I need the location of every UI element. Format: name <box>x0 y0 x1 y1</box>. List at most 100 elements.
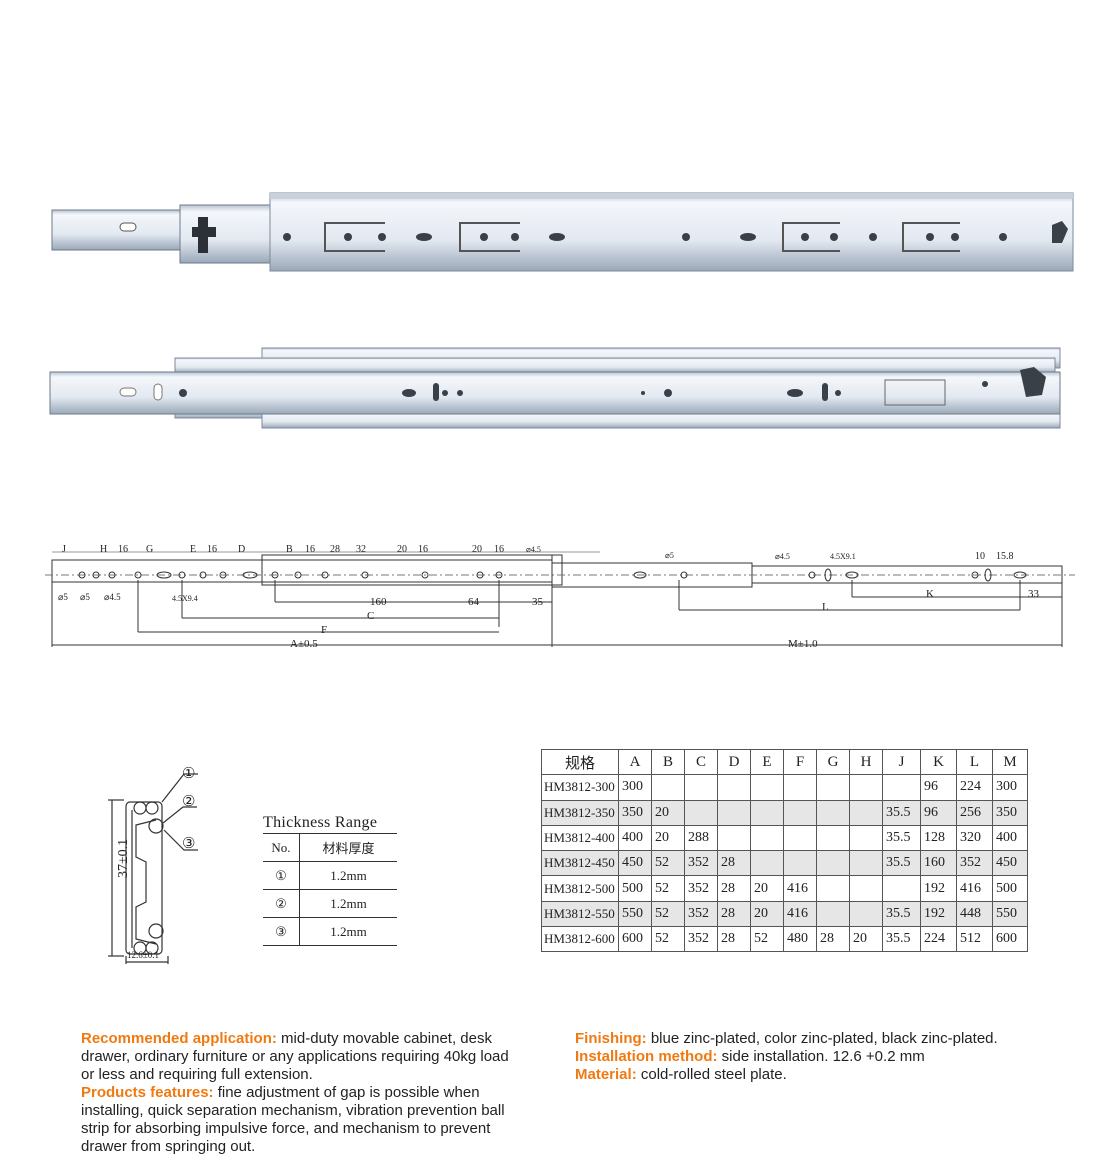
value-cell: 96 <box>920 799 957 826</box>
value-cell: 28 <box>717 875 751 902</box>
value-cell: 416 <box>783 900 817 928</box>
dim-k: K <box>926 588 934 600</box>
value-cell <box>651 774 685 801</box>
model-cell: HM3812-500 <box>541 875 619 902</box>
model-cell: HM3812-450 <box>541 850 619 877</box>
dim-label: B <box>286 544 293 555</box>
callout-2: ② <box>182 794 195 810</box>
value-cell: 600 <box>992 926 1028 953</box>
col-thickness: 材料厚度 <box>299 834 397 862</box>
value-cell: 300 <box>992 774 1028 801</box>
value-cell <box>816 774 850 801</box>
value-cell: 450 <box>992 850 1028 877</box>
value-cell: 224 <box>956 774 993 801</box>
value-cell <box>717 774 751 801</box>
value-cell: 28 <box>717 900 751 928</box>
value-cell: 28 <box>816 926 850 953</box>
column-header: G <box>816 748 850 776</box>
value-cell <box>816 824 850 852</box>
slide-photo-top <box>51 192 1074 272</box>
dim-l: L <box>822 601 829 613</box>
value-cell: 400 <box>618 824 652 852</box>
slide-photo-bottom <box>49 347 1061 429</box>
dim-a: A±0.5 <box>290 638 318 650</box>
column-header: B <box>651 748 685 776</box>
value-cell: 352 <box>684 900 718 928</box>
finishing-label: Finishing: <box>575 1030 647 1047</box>
value-cell: 28 <box>717 850 751 877</box>
column-header: J <box>882 748 921 776</box>
value-cell: 192 <box>920 875 957 902</box>
value-cell <box>783 850 817 877</box>
row-no: ② <box>263 889 300 918</box>
column-header: 规格 <box>541 748 619 776</box>
value-cell: 96 <box>920 774 957 801</box>
description-left: Recommended application: mid-duty movabl… <box>81 1030 521 1156</box>
value-cell: 20 <box>849 926 883 953</box>
dim-label: H <box>100 544 107 555</box>
dim-label: 16 <box>418 544 428 555</box>
value-cell <box>816 850 850 877</box>
hole-label: 4.5X9.1 <box>830 552 856 561</box>
dim-label: D <box>238 544 245 555</box>
application-text: mid-duty movable cabinet, desk drawer, o… <box>81 1030 509 1083</box>
value-cell: 450 <box>618 850 652 877</box>
dim-label: 20 <box>472 544 482 555</box>
value-cell: 350 <box>618 799 652 826</box>
value-cell <box>882 875 921 902</box>
value-cell <box>849 900 883 928</box>
value-cell <box>717 824 751 852</box>
description-right: Finishing: blue zinc-plated, color zinc-… <box>575 1030 1035 1084</box>
value-cell: 20 <box>651 824 685 852</box>
value-cell: 416 <box>783 875 817 902</box>
value-cell <box>816 799 850 826</box>
value-cell: 35.5 <box>882 926 921 953</box>
column-header: A <box>618 748 652 776</box>
value-cell <box>849 850 883 877</box>
hole-label: ⌀5 <box>58 592 68 602</box>
value-cell: 480 <box>783 926 817 953</box>
dim-label: 16 <box>305 544 315 555</box>
value-cell <box>882 774 921 801</box>
value-cell: 52 <box>651 875 685 902</box>
model-cell: HM3812-400 <box>541 824 619 852</box>
value-cell <box>684 774 718 801</box>
value-cell <box>849 824 883 852</box>
value-cell: 550 <box>992 900 1028 928</box>
value-cell: 500 <box>618 875 652 902</box>
finishing-text: blue zinc-plated, color zinc-plated, bla… <box>646 1030 998 1047</box>
value-cell: 400 <box>992 824 1028 852</box>
dim-label: ⌀4.5 <box>526 545 541 554</box>
dim-label: 28 <box>330 544 340 555</box>
column-header: K <box>920 748 957 776</box>
dim-label: 16 <box>494 544 504 555</box>
features-text: fine adjustment of gap is possible when … <box>81 1084 505 1155</box>
hole-label: 4.5X9.4 <box>172 594 198 603</box>
row-value: 1.2mm <box>299 861 397 890</box>
dim-label: 16 <box>207 544 217 555</box>
dim-64: 64 <box>468 596 480 608</box>
value-cell: 448 <box>956 900 993 928</box>
callout-1: ① <box>182 766 195 782</box>
thickness-title: Thickness Range <box>263 814 397 834</box>
dim-label: G <box>146 544 153 555</box>
hole-label: ⌀4.5 <box>775 552 790 561</box>
value-cell: 512 <box>956 926 993 953</box>
value-cell <box>816 900 850 928</box>
column-header: C <box>684 748 718 776</box>
hole-label: ⌀5 <box>665 551 674 560</box>
value-cell: 20 <box>651 799 685 826</box>
value-cell: 416 <box>956 875 993 902</box>
model-cell: HM3812-350 <box>541 799 619 826</box>
value-cell: 500 <box>992 875 1028 902</box>
value-cell: 35.5 <box>882 799 921 826</box>
hole-label: ⌀4.5 <box>104 592 121 602</box>
